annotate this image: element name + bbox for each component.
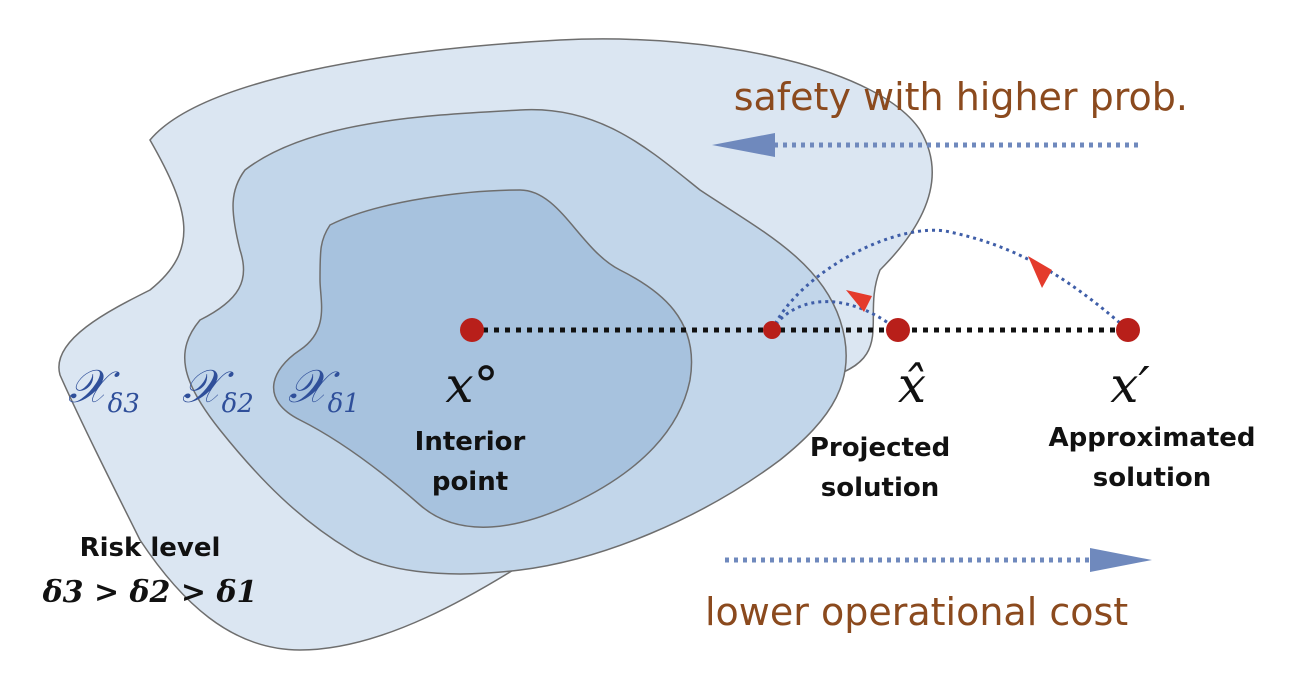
interior-point-caption-line1: Interior — [415, 427, 526, 457]
projected-solution-symbol: x̂ — [898, 356, 926, 414]
approximated-caption-line2: solution — [1093, 463, 1211, 493]
projected-caption-line1: Projected — [810, 433, 950, 463]
projection-arc-large — [770, 228, 1129, 332]
region-delta1 — [272, 189, 693, 528]
safety-arrow-head — [712, 133, 775, 157]
projection-arc-small — [770, 300, 899, 332]
cost-label: lower operational cost — [705, 590, 1128, 634]
interior-point-caption-line2: point — [432, 467, 508, 497]
interior-point-symbol: x° — [445, 356, 498, 414]
approximated-solution-dot — [1116, 318, 1140, 342]
intermediate-point-dot — [763, 321, 781, 339]
approximated-caption-line1: Approximated — [1048, 423, 1255, 453]
cost-arrow-head — [1090, 548, 1152, 572]
safety-label: safety with higher prob. — [734, 75, 1188, 119]
projected-solution-dot — [886, 318, 910, 342]
approximated-solution-symbol: x′ — [1110, 356, 1150, 414]
interior-point-dot — [460, 318, 484, 342]
arrowhead-small — [846, 290, 872, 312]
risk-level-title: Risk level — [80, 533, 221, 563]
projected-caption-line2: solution — [821, 473, 939, 503]
risk-level-ordering: δ3 > δ2 > δ1 — [42, 575, 258, 610]
arrowhead-large — [1028, 256, 1052, 288]
